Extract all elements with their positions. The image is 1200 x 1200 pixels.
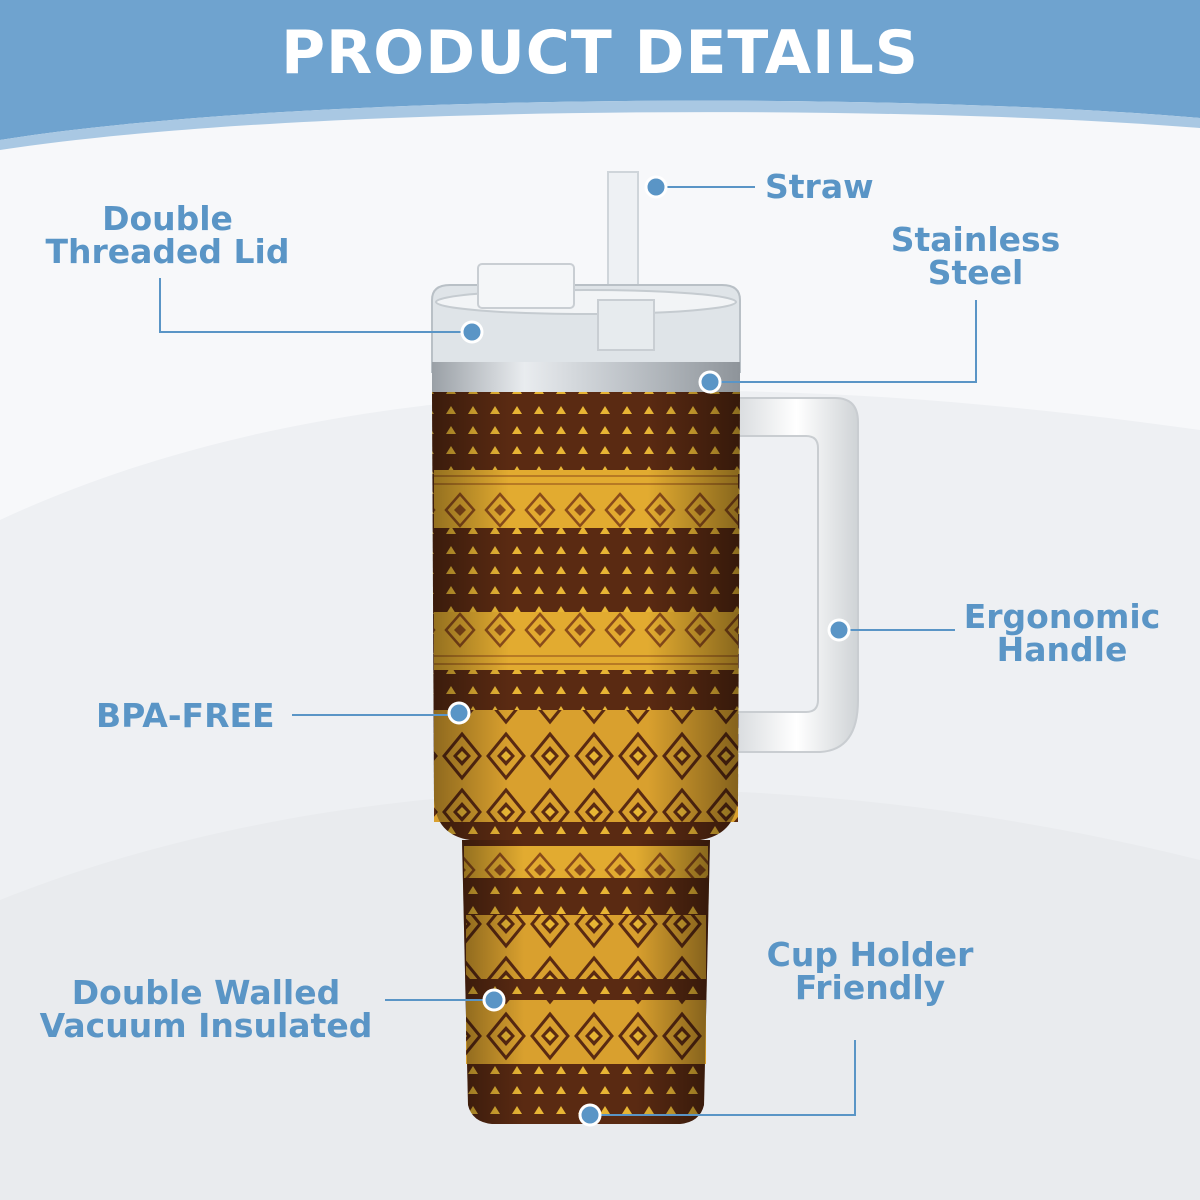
label-stainless-steel: Stainless Steel [890, 220, 1061, 292]
label-straw: Straw [765, 167, 874, 206]
header-banner [0, 0, 1200, 150]
label-double-threaded-lid: Double Threaded Lid [45, 199, 290, 271]
callout-dot-steel [698, 370, 722, 394]
label-bpa-free: BPA-FREE [96, 696, 275, 735]
callout-dot-straw [644, 175, 668, 199]
banner-title: PRODUCT DETAILS [281, 18, 919, 88]
label-double-walled-vacuum-insulated: Double Walled Vacuum Insulated [39, 973, 373, 1045]
callout-dot-cup [578, 1103, 602, 1127]
callout-dot-walled [482, 988, 506, 1012]
callout-dot-lid [460, 320, 484, 344]
steel-rim [432, 362, 740, 392]
label-cup-holder-friendly: Cup Holder Friendly [766, 935, 974, 1007]
callout-dot-handle [827, 618, 851, 642]
label-ergonomic-handle: Ergonomic Handle [963, 597, 1161, 669]
callout-dot-bpa [447, 701, 471, 725]
